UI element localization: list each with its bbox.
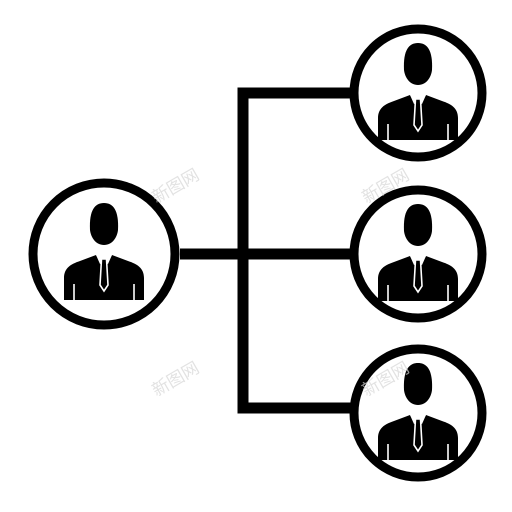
child-node-2 (349, 185, 487, 323)
branch-connector (237, 87, 360, 414)
child-node-3 (349, 344, 487, 482)
root-node (28, 178, 180, 330)
watermark-text: 新图网 (149, 165, 203, 208)
child-node-1 (349, 24, 487, 162)
watermark-text: 新图网 (149, 358, 203, 401)
connector-lines (180, 87, 360, 414)
